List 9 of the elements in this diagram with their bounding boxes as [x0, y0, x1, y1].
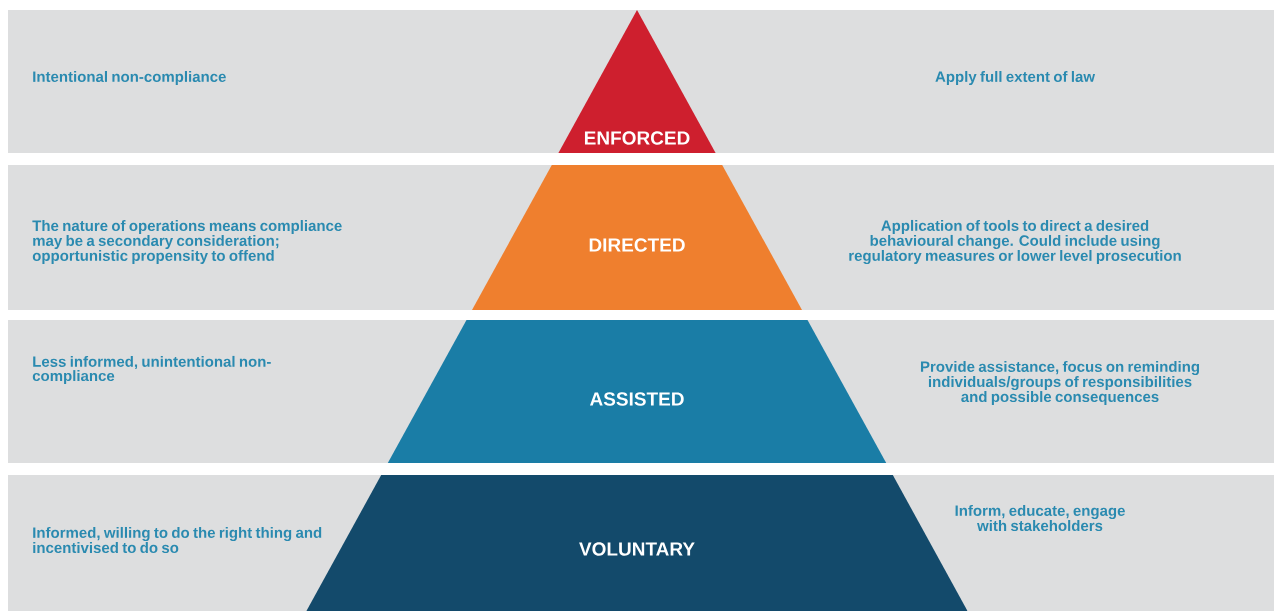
pyramid-tier: ENFORCED: [558, 10, 716, 153]
description-text: Application of tools to direct a desired behavioural change. Could include using regulatory measures or lower level prosecution: [849, 219, 1181, 265]
description-text: Apply full extent of law: [935, 71, 1096, 85]
pyramid-tier: ASSISTED: [387, 320, 887, 463]
description-text: Provide assistance, focus on reminding individuals/groups of responsibilities and possible consequences: [921, 360, 1200, 406]
description-text: Intentional non-compliance: [33, 71, 226, 85]
description-text: The nature of operations means compliance may be a secondary consideration; opportunistic propensity to offend: [32, 220, 342, 264]
description-text: Less informed, unintentional non-compliance: [32, 355, 271, 385]
pyramid-tier: DIRECTED: [472, 165, 802, 310]
